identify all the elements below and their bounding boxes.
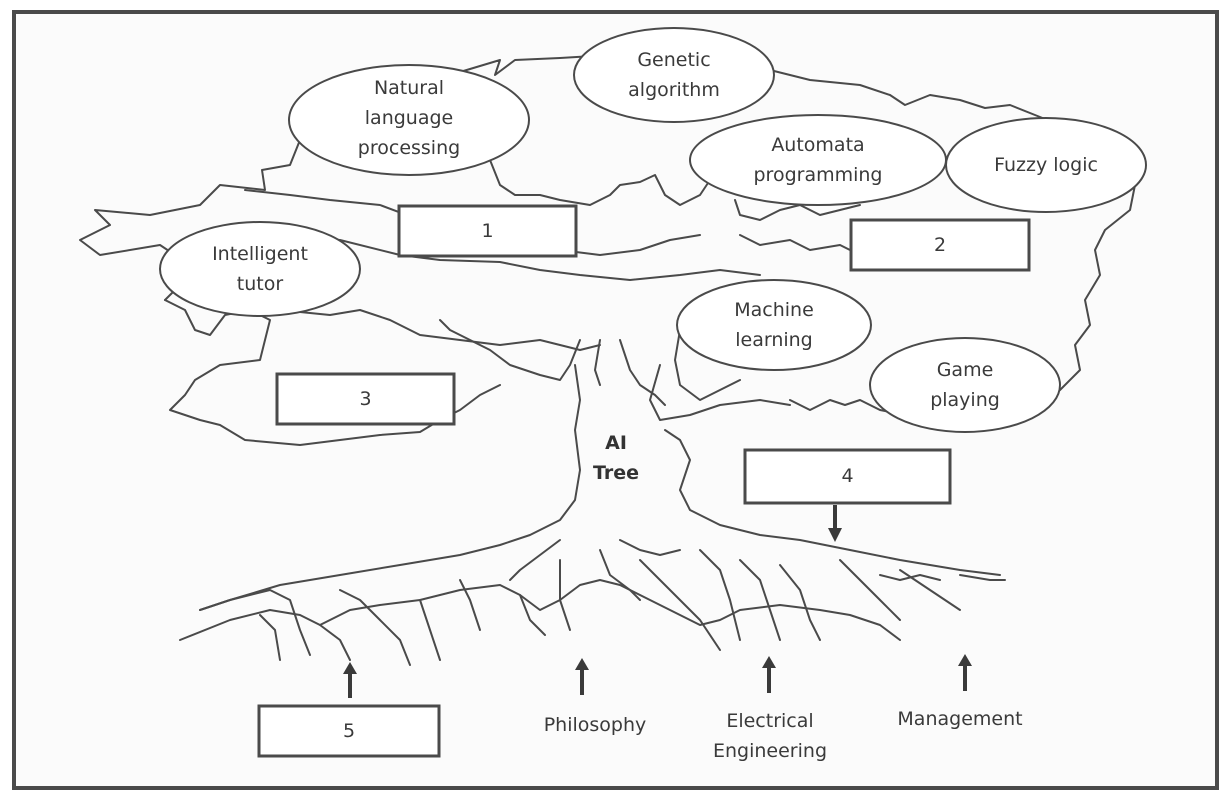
branch-game-playing [869, 337, 1061, 433]
branch-fuzzy-logic [945, 117, 1147, 213]
box-4 [743, 448, 952, 505]
arrowhead-management [958, 654, 972, 666]
branch-nlp [288, 64, 530, 176]
arrowhead-electrical [762, 656, 776, 668]
arrowhead-philosophy [575, 658, 589, 670]
branch-automata-programming [689, 114, 947, 206]
box-2 [849, 218, 1031, 272]
box-3 [275, 372, 456, 426]
box-5 [257, 704, 441, 758]
arrowhead-box5 [343, 662, 357, 674]
branch-intelligent-tutor [159, 221, 361, 317]
arrowhead-box4 [828, 528, 842, 542]
branch-machine-learning [676, 279, 872, 371]
branch-genetic-algorithm [573, 27, 775, 123]
box-1 [397, 204, 578, 258]
tree-trunk [199, 364, 581, 611]
tree-roots [179, 579, 901, 641]
